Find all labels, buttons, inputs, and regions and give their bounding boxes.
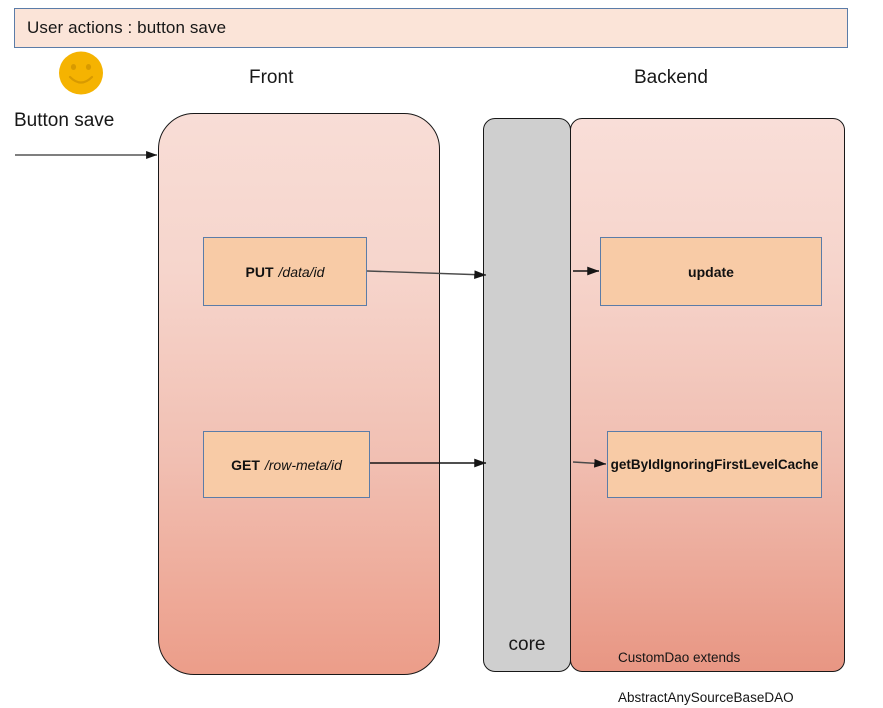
core-panel-label: core — [508, 634, 546, 655]
get-by-id-method-label: getByIdIgnoringFirstLevelCache — [610, 457, 819, 472]
get-by-id-method-box[interactable]: getByIdIgnoringFirstLevelCache — [607, 431, 822, 498]
page-title: User actions : button save — [27, 18, 227, 37]
dao-note: CustomDao extends AbstractAnySourceBaseD… — [618, 628, 794, 708]
entry-action-label: Button save — [14, 110, 115, 131]
smiley-face-icon — [57, 50, 105, 96]
backend-column-title: Backend — [634, 67, 708, 88]
dao-note-line-1: CustomDao extends — [618, 650, 741, 665]
get-endpoint-box[interactable]: GET /row-meta/id — [203, 431, 370, 498]
update-method-label: update — [688, 263, 734, 280]
dao-note-line-2: AbstractAnySourceBaseDAO — [618, 690, 794, 705]
put-verb: PUT — [245, 263, 274, 280]
core-panel — [483, 118, 571, 672]
put-path: /data/id — [278, 263, 325, 280]
backend-panel — [570, 118, 845, 672]
get-path: /row-meta/id — [264, 456, 342, 473]
get-verb: GET — [231, 456, 260, 473]
put-endpoint-box[interactable]: PUT /data/id — [203, 237, 367, 306]
header-banner: User actions : button save — [14, 8, 848, 48]
update-method-box[interactable]: update — [600, 237, 822, 306]
front-column-title: Front — [249, 67, 294, 88]
front-panel — [158, 113, 440, 675]
